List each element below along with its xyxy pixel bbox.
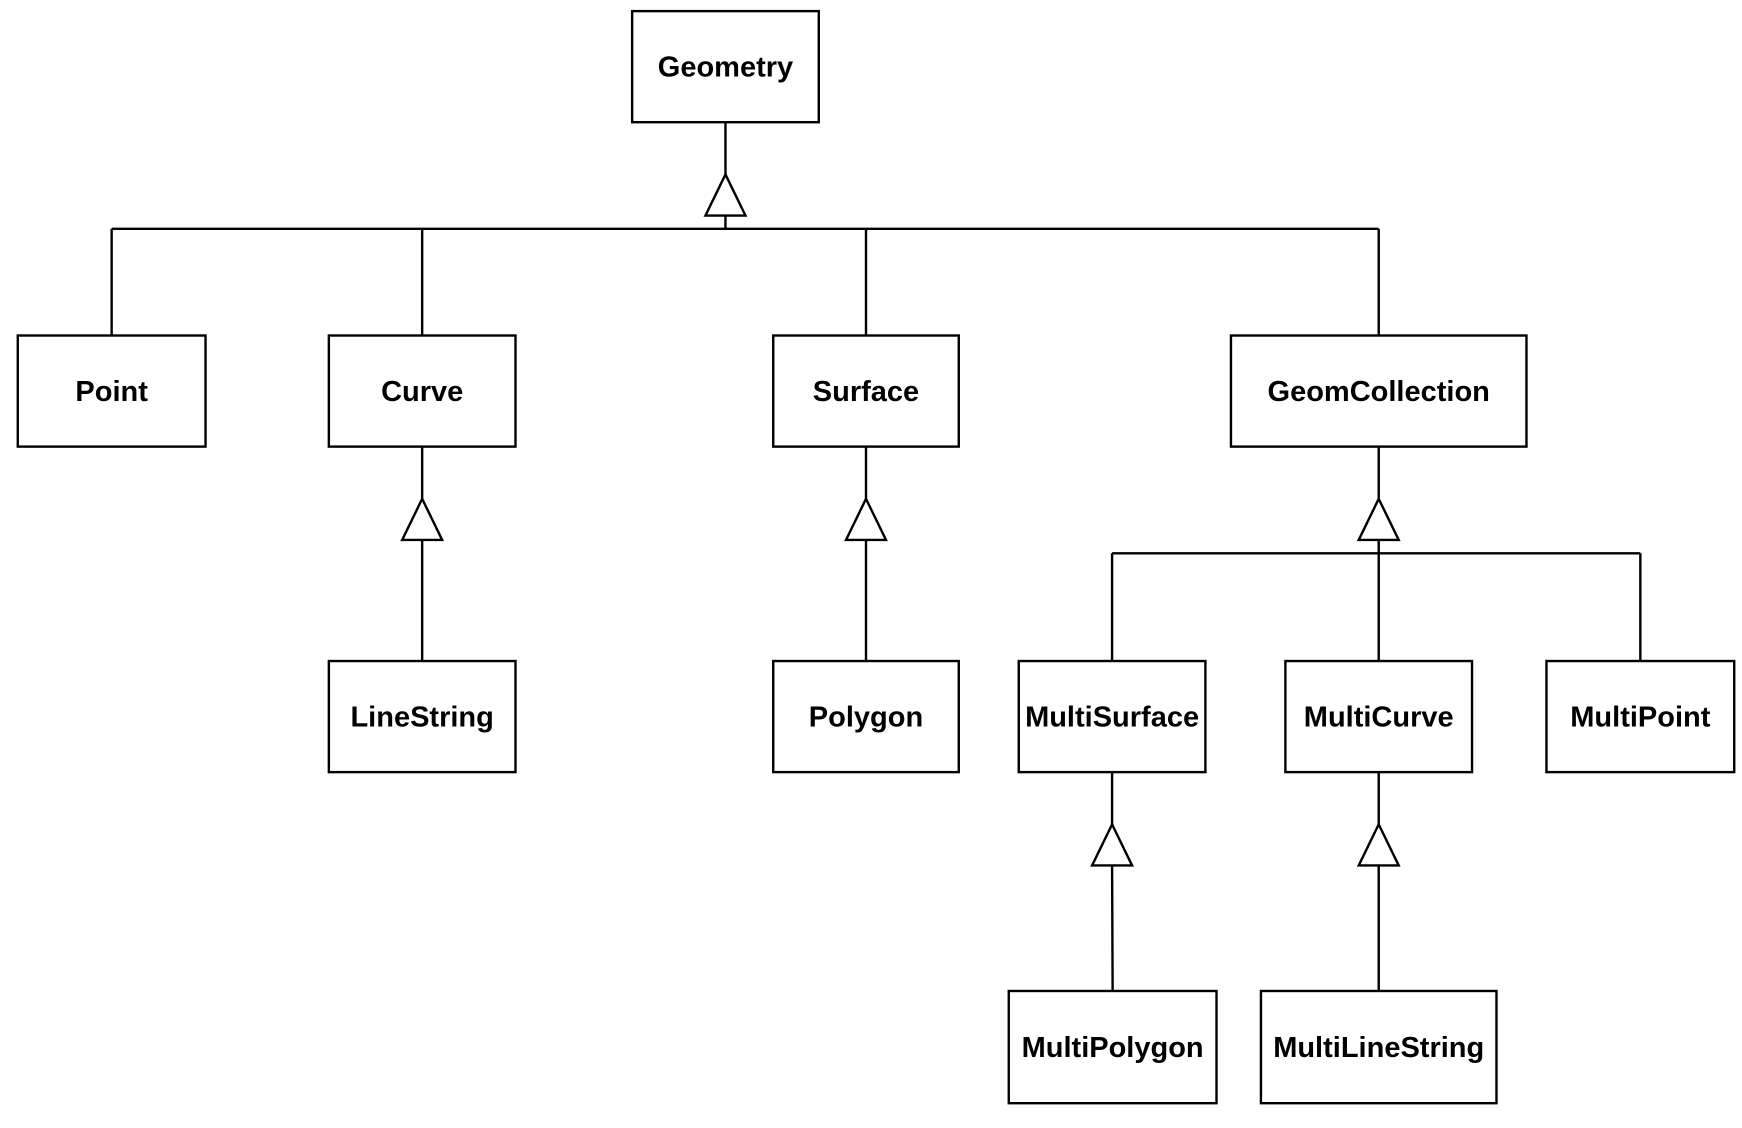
class-box-linestring: LineString xyxy=(327,659,517,774)
generalization-arrow-geomcollection xyxy=(1356,496,1401,542)
class-label-multilinestring: MultiLineString xyxy=(1273,1032,1484,1064)
class-box-multipolygon: MultiPolygon xyxy=(1007,989,1218,1105)
generalization-arrow-curve xyxy=(400,496,445,542)
class-label-multipoint: MultiPoint xyxy=(1570,702,1710,734)
generalization-arrow-multisurface xyxy=(1090,821,1134,867)
class-box-frame xyxy=(772,334,960,448)
class-box-frame xyxy=(1259,989,1498,1105)
class-box-frame xyxy=(1229,334,1528,448)
class-box-geometry: Geometry xyxy=(630,9,820,124)
class-box-surface: Surface xyxy=(772,334,960,448)
class-box-frame xyxy=(630,9,820,124)
connector-multisurface-to-multipolygon xyxy=(1110,865,1114,991)
class-label-linestring: LineString xyxy=(350,702,493,734)
generalization-arrow-geometry xyxy=(703,171,748,217)
class-box-frame xyxy=(327,659,517,774)
class-label-geomcollection: GeomCollection xyxy=(1268,376,1490,408)
class-box-frame xyxy=(1007,989,1218,1105)
class-label-point: Point xyxy=(75,376,148,408)
class-box-point: Point xyxy=(16,334,207,448)
class-label-geometry: Geometry xyxy=(658,52,793,84)
generalization-arrow-surface xyxy=(844,496,888,542)
class-box-geomcollection: GeomCollection xyxy=(1229,334,1528,448)
class-box-multicurve: MultiCurve xyxy=(1284,659,1474,774)
class-label-multipolygon: MultiPolygon xyxy=(1022,1032,1204,1064)
class-label-surface: Surface xyxy=(813,376,919,408)
class-label-multisurface: MultiSurface xyxy=(1025,702,1199,734)
class-box-frame xyxy=(772,659,960,774)
class-label-curve: Curve xyxy=(381,376,463,408)
inheritance-connectors xyxy=(110,122,1642,991)
class-box-frame xyxy=(1017,659,1207,774)
class-box-frame xyxy=(1545,659,1736,774)
class-box-multilinestring: MultiLineString xyxy=(1259,989,1498,1105)
class-box-multipoint: MultiPoint xyxy=(1545,659,1736,774)
class-box-frame xyxy=(327,334,517,448)
class-box-frame xyxy=(16,334,207,448)
class-label-polygon: Polygon xyxy=(809,702,923,734)
class-box-multisurface: MultiSurface xyxy=(1017,659,1207,774)
generalization-arrow-multicurve xyxy=(1356,821,1401,867)
class-box-polygon: Polygon xyxy=(772,659,960,774)
class-box-frame xyxy=(1284,659,1474,774)
class-label-multicurve: MultiCurve xyxy=(1304,702,1454,734)
class-box-curve: Curve xyxy=(327,334,517,448)
